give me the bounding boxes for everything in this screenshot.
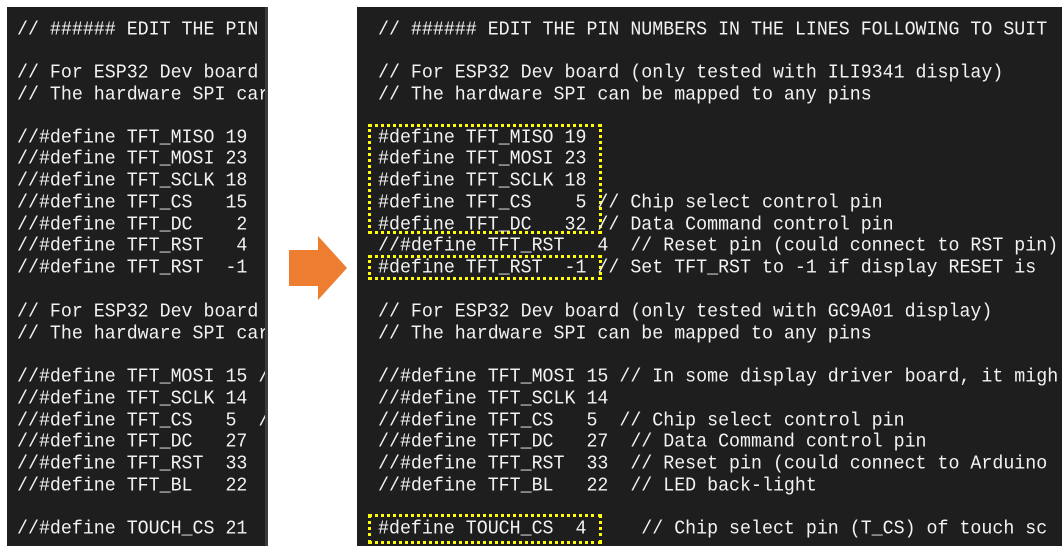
code-line: #define TFT_MISO 19 xyxy=(378,127,587,149)
code-line: // For ESP32 Dev board xyxy=(17,62,259,84)
code-line: //#define TFT_DC 2 xyxy=(17,214,248,236)
code-panel-after: // ###### EDIT THE PIN NUMBERS IN THE LI… xyxy=(357,7,1062,546)
code-line: //#define TFT_SCLK 18 xyxy=(17,170,248,192)
code-line: //#define TFT_MOSI 15 // In some display… xyxy=(378,366,1059,388)
code-line: //#define TFT_BL 22 xyxy=(17,475,248,497)
code-line: // For ESP32 Dev board (only tested with… xyxy=(378,62,1004,84)
highlight-box-rst-pin xyxy=(368,255,602,280)
code-line: // For ESP32 Dev board xyxy=(17,301,259,323)
code-line: // The hardware SPI can be mapped to any… xyxy=(378,84,872,106)
code-line: //#define TFT_CS 15 xyxy=(17,192,248,214)
code-line: // The hardware SPI can be mapped to any… xyxy=(378,323,872,345)
code-line: #define TFT_RST -1 // Set TFT_RST to -1 … xyxy=(378,257,1037,279)
code-line: //#define TFT_SCLK 14 xyxy=(17,388,248,410)
code-line: //#define TFT_RST -1 xyxy=(17,257,248,279)
highlight-box-spi-pins xyxy=(368,124,602,234)
code-line: //#define TFT_MOSI 23 xyxy=(17,148,248,170)
code-line: //#define TFT_MOSI 15 / xyxy=(17,366,268,388)
right-arrow-icon xyxy=(289,236,347,300)
code-line: //#define TFT_RST 4 xyxy=(17,235,248,257)
code-line: //#define TFT_BL 22 // LED back-light xyxy=(378,475,817,497)
code-line: //#define TFT_SCLK 14 xyxy=(378,388,609,410)
code-line: #define TOUCH_CS 4 // Chip select pin (T… xyxy=(378,518,1048,540)
code-line: // ###### EDIT THE PIN NUMBERS IN THE LI… xyxy=(378,19,1048,41)
code-line: //#define TFT_MISO 19 xyxy=(17,127,248,149)
code-line: #define TFT_CS 5 // Chip select control … xyxy=(378,192,883,214)
code-line: //#define TFT_CS 5 // Chip select contro… xyxy=(378,410,905,432)
code-line: //#define TFT_DC 27 xyxy=(17,431,248,453)
code-line: //#define TFT_CS 5 / xyxy=(17,410,268,432)
code-line: // ###### EDIT THE PIN xyxy=(17,19,259,41)
code-line: //#define TFT_RST 4 // Reset pin (could … xyxy=(378,235,1059,257)
code-line: #define TFT_MOSI 23 xyxy=(378,148,587,170)
code-line: // For ESP32 Dev board (only tested with… xyxy=(378,301,993,323)
code-line: //#define TFT_RST 33 // Reset pin (could… xyxy=(378,453,1048,475)
code-line: #define TFT_SCLK 18 xyxy=(378,170,587,192)
code-panel-before: // ###### EDIT THE PIN // For ESP32 Dev b… xyxy=(7,7,268,546)
code-line: // The hardware SPI car xyxy=(17,323,268,345)
code-line: //#define TOUCH_CS 21 xyxy=(17,518,248,540)
highlight-box-touch-cs xyxy=(368,514,602,544)
code-line: #define TFT_DC 32 // Data Command contro… xyxy=(378,214,894,236)
code-line: //#define TFT_DC 27 // Data Command cont… xyxy=(378,431,927,453)
code-line: // The hardware SPI car xyxy=(17,84,268,106)
code-line: //#define TFT_RST 33 xyxy=(17,453,248,475)
